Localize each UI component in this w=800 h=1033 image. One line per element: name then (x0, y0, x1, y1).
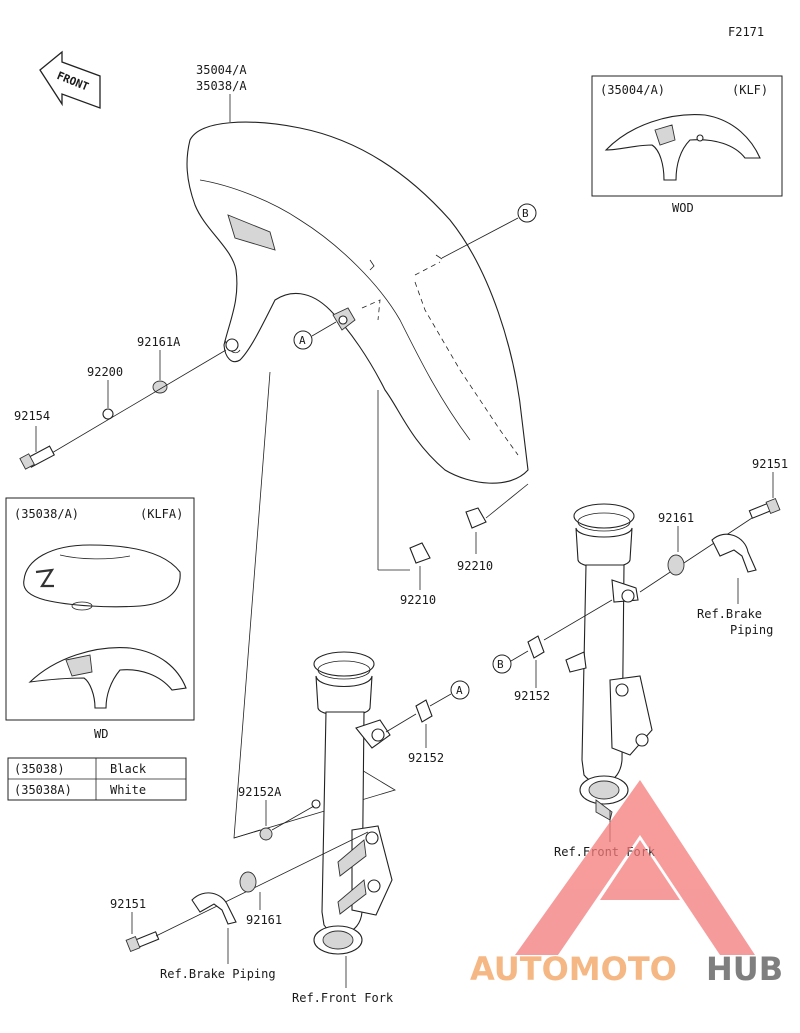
label-92152-right: 92152 (514, 689, 550, 703)
inset-klf-code: (35004/A) (600, 83, 665, 97)
bolt-92151-left (125, 931, 160, 953)
figure-code: F2171 (728, 25, 764, 39)
label-92200: 92200 (87, 365, 123, 379)
label-92151-left: 92151 (110, 897, 146, 911)
watermark-text-automoto: AUTOMOTO (470, 950, 677, 988)
collar-92152a (259, 827, 273, 841)
inset-klfa-code: (35038/A) (14, 507, 79, 521)
label-92210-left: 92210 (400, 593, 436, 607)
collar-92161a (152, 380, 168, 394)
label-92161-right: 92161 (658, 511, 694, 525)
front-fender (186, 121, 529, 484)
callout-b-top-label: B (522, 207, 529, 220)
front-fork-left (313, 651, 393, 955)
front-arrow-icon: FRONT (39, 50, 101, 109)
label-92161a: 92161A (137, 335, 181, 349)
label-35038a: 35038/A (196, 79, 247, 93)
collar-92161-left (239, 871, 257, 893)
clip-92210-right (465, 507, 487, 529)
callout-a-fork-label: A (456, 684, 463, 697)
color-table: (35038) Black (35038A) White (7, 757, 187, 801)
watermark-triangle-icon (515, 780, 755, 955)
label-ref-fork-left: Ref.Front Fork (292, 991, 394, 1005)
color-table-color-1: White (110, 783, 146, 797)
label-ref-brake-right-1: Ref.Brake (697, 607, 762, 621)
inset-klf-variant: (KLF) (732, 83, 768, 97)
label-92152-left: 92152 (408, 751, 444, 765)
bolt-92151-right (748, 497, 781, 519)
inset-klf: (35004/A) (KLF) WOD (591, 75, 783, 215)
callout-b-fork-label: B (497, 658, 504, 671)
label-92210-right: 92210 (457, 559, 493, 573)
color-table-part-0: (35038) (14, 762, 65, 776)
callout-a-fender-label: A (299, 334, 306, 347)
inset-klf-caption: WOD (672, 201, 694, 215)
callout-a-fender (293, 330, 313, 350)
bolt-92154 (19, 445, 55, 470)
inset-klfa-variant: (KLFA) (140, 507, 183, 521)
label-92152a: 92152A (238, 785, 282, 799)
color-table-part-1: (35038A) (14, 783, 72, 797)
washer-92200 (102, 408, 114, 420)
label-92161-left: 92161 (246, 913, 282, 927)
bolt-92152-right (527, 635, 545, 659)
brake-clamp-left (191, 892, 237, 925)
callout-b-top (517, 203, 537, 223)
collar-92161-right (667, 554, 685, 576)
inset-klfa-caption: WD (94, 727, 108, 741)
callout-a-fork (450, 680, 470, 700)
bolt-92152-left (415, 699, 433, 723)
brake-clamp-right (711, 533, 757, 573)
label-92154: 92154 (14, 409, 50, 423)
inset-klfa: (35038/A) (KLFA) WD (5, 497, 195, 741)
z-logo-icon (35, 568, 55, 588)
clip-92210-left (409, 542, 431, 564)
label-ref-brake-right-2: Piping (730, 623, 773, 637)
label-35004a: 35004/A (196, 63, 247, 77)
watermark-text-hub: HUB (706, 950, 783, 988)
color-table-color-0: Black (110, 762, 147, 776)
callout-b-fork (492, 654, 512, 674)
watermark-logo: AUTOMOTO HUB (470, 780, 783, 988)
label-92151-right: 92151 (752, 457, 788, 471)
front-fork-right (565, 503, 653, 821)
label-ref-brake-left: Ref.Brake Piping (160, 967, 276, 981)
